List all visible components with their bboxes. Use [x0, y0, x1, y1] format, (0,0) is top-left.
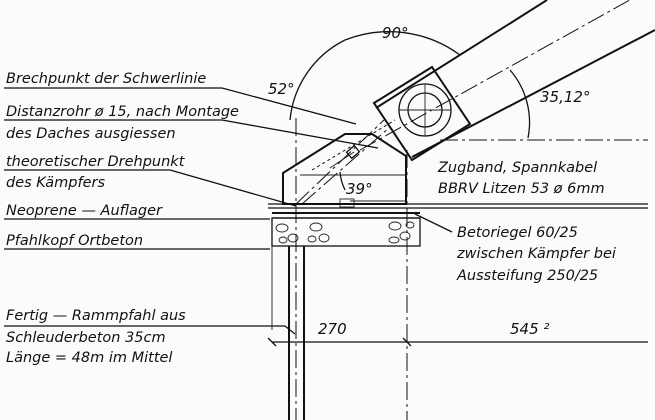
label-betoriegel-line2: zwischen Kämpfer bei [456, 246, 616, 262]
angle-arcs [289, 31, 531, 191]
label-zugband-line1: Zugband, Spannkabel [437, 160, 597, 176]
ramm-pile [288, 118, 305, 420]
label-zugband-line2: BBRV Litzen 53 ø 6mm [438, 181, 605, 197]
angle-52: 52° [268, 80, 295, 98]
angle-35-12: 35,12° [540, 88, 590, 106]
rubble-stones [275, 221, 415, 244]
label-betoriegel-line3: Aussteifung 250/25 [456, 268, 598, 284]
angle-39: 39° [346, 180, 373, 198]
label-distanzrohr-line1: Distanzrohr ø 15, nach Montage [6, 104, 239, 120]
dimension-545: 545 ² [510, 320, 549, 338]
tie-rod [268, 198, 648, 209]
label-rammpfahl-line2: Schleuderbeton 35cm [6, 330, 166, 346]
label-neoprene: Neoprene — Auflager [6, 203, 163, 219]
label-rammpfahl-line1: Fertig — Rammpfahl aus [6, 308, 186, 324]
label-drehpunkt-line1: theoretischer Drehpunkt [6, 154, 186, 170]
dimension-270: 270 [318, 320, 347, 338]
leader-lines [4, 87, 453, 335]
label-drehpunkt-line2: des Kämpfers [6, 175, 105, 191]
label-distanzrohr-line2: des Daches ausgiessen [6, 126, 176, 142]
angle-90: 90° [382, 24, 409, 42]
dimension-line [267, 337, 648, 347]
label-pfahlkopf: Pfahlkopf Ortbeton [6, 233, 143, 249]
inclined-beam [359, 0, 655, 162]
pile-cap [271, 212, 421, 247]
label-brechpunkt: Brechpunkt der Schwerlinie [6, 71, 206, 87]
kaempfer-block [282, 119, 407, 205]
label-betoriegel-line1: Betoriegel 60/25 [457, 225, 578, 241]
label-rammpfahl-line3: Länge = 48m im Mittel [6, 350, 172, 366]
